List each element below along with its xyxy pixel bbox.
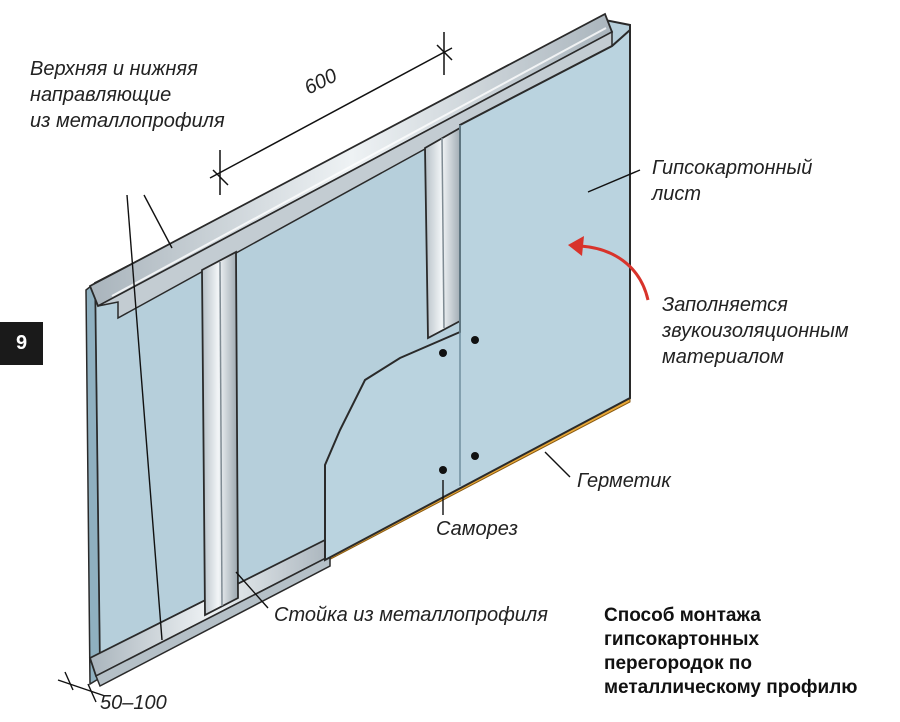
insulation-arrow-head <box>568 236 584 256</box>
caption-line-2: гипсокартонных <box>604 629 760 650</box>
bottom-guide-rail-lip <box>95 554 331 688</box>
stud-left <box>201 250 239 617</box>
label-insulation-line-3: материалом <box>662 346 784 368</box>
label-thickness: 50–100 <box>100 692 167 714</box>
front-gypsum-sheet <box>324 27 631 562</box>
top-guide-rail-lip <box>97 30 613 320</box>
leader-lines <box>57 169 641 703</box>
label-gypsum-line-2: лист <box>652 183 702 205</box>
screw-3 <box>439 466 447 474</box>
label-insulation-line-2: звукоизоляционным <box>662 320 849 342</box>
label-gypsum-sheet: Гипсокартонный лист <box>652 155 812 207</box>
figure-number-badge: 9 <box>0 322 43 365</box>
caption-line-3: перегородок по <box>604 653 752 674</box>
label-screw: Саморез <box>436 518 518 540</box>
label-gypsum-line-1: Гипсокартонный <box>652 157 813 179</box>
screw-1 <box>439 349 447 357</box>
insulation-arrow <box>579 244 650 301</box>
label-sealant: Герметик <box>577 470 671 492</box>
caption-line-1: Способ монтажа <box>604 605 761 626</box>
screw-2 <box>471 336 479 344</box>
label-guides-line-3: из металлопрофиля <box>30 110 225 132</box>
screw-4 <box>471 452 479 460</box>
label-insulation-line-1: Заполняется <box>662 294 788 316</box>
label-guides: Верхняя и нижняя направляющие из металло… <box>30 56 225 134</box>
label-guides-line-2: направляющие <box>30 84 172 106</box>
label-guides-line-1: Верхняя и нижняя <box>30 58 198 80</box>
figure-caption: Способ монтажа гипсокартонных перегородо… <box>604 604 858 700</box>
label-stud: Стойка из металлопрофиля <box>274 604 548 626</box>
label-insulation: Заполняется звукоизоляционным материалом <box>662 292 849 370</box>
caption-line-4: металлическому профилю <box>604 677 858 698</box>
dimension-600 <box>209 32 453 195</box>
